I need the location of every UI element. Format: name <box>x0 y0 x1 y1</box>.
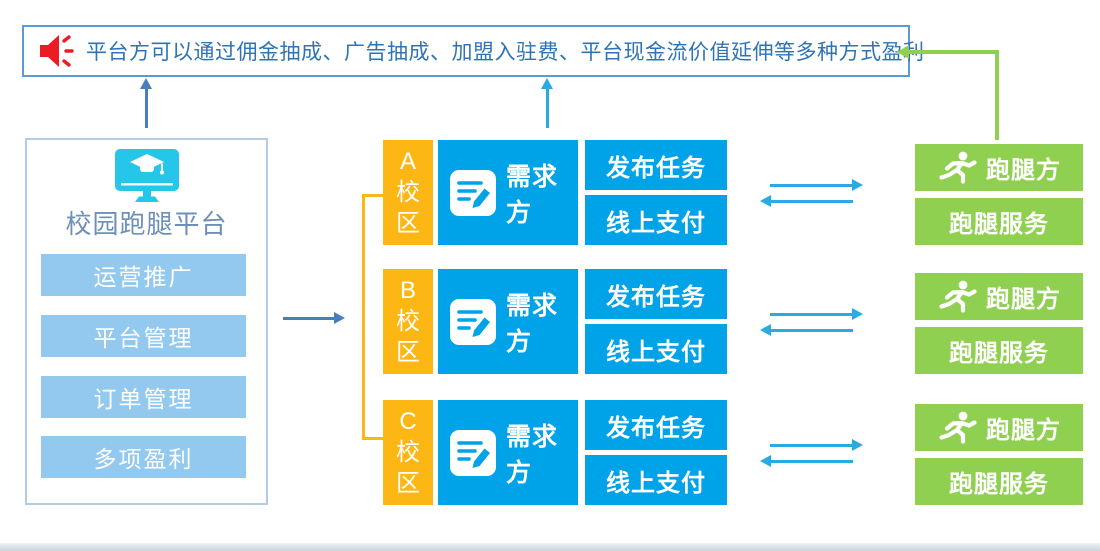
demand-to-banner-arrow <box>541 78 553 128</box>
demand-to-runner-arrow <box>770 179 863 191</box>
platform-item-management: 平台管理 <box>41 315 246 357</box>
demand-box: 需求方 <box>438 400 578 505</box>
runner-icon <box>937 410 977 446</box>
task-pay-box: 线上支付 <box>585 455 727 505</box>
platform-panel: 校园跑腿平台 运营推广 平台管理 订单管理 多项盈利 <box>25 138 268 505</box>
runner-service-box: 跑腿服务 <box>915 327 1083 374</box>
demand-label: 需求方 <box>506 291 559 356</box>
runner-box: 跑腿方 <box>915 144 1083 191</box>
profit-banner: 平台方可以通过佣金抽成、广告抽成、加盟入驻费、平台现金流价值延伸等多种方式盈利 <box>22 25 924 77</box>
runner-icon <box>937 279 977 315</box>
profit-banner-text: 平台方可以通过佣金抽成、广告抽成、加盟入驻费、平台现金流价值延伸等多种方式盈利 <box>86 41 925 64</box>
runner-to-banner-arrow <box>995 50 999 140</box>
platform-item-profit: 多项盈利 <box>41 436 246 478</box>
campus-bracket-top-stub <box>362 194 383 197</box>
runner-service-box: 跑腿服务 <box>915 458 1083 505</box>
edit-note-icon <box>447 296 499 348</box>
bottom-edge-strip <box>0 543 1100 551</box>
demand-box: 需求方 <box>438 140 578 245</box>
campus-c-box: C校区 <box>383 400 433 505</box>
runner-to-demand-arrow <box>760 195 853 207</box>
edit-note-icon <box>447 167 499 219</box>
runner-to-demand-arrow <box>760 455 853 467</box>
runner-to-banner-arrowhead <box>897 45 909 59</box>
task-pay-box: 线上支付 <box>585 324 727 374</box>
demand-to-runner-arrow <box>770 439 863 451</box>
campus-bracket-bottom-stub <box>362 437 383 440</box>
platform-title: 校园跑腿平台 <box>65 209 228 239</box>
campus-b-label: B校区 <box>396 277 420 366</box>
platform-item-orders: 订单管理 <box>41 376 246 418</box>
runner-label: 跑腿方 <box>986 286 1061 313</box>
runner-icon <box>937 150 977 186</box>
task-publish-box: 发布任务 <box>585 269 727 319</box>
runner-to-demand-arrow <box>760 324 853 336</box>
campus-a-label: A校区 <box>396 148 420 237</box>
platform-to-banner-arrow <box>140 78 152 128</box>
runner-label: 跑腿方 <box>986 417 1061 444</box>
runner-box: 跑腿方 <box>915 273 1083 320</box>
task-publish-box: 发布任务 <box>585 140 727 190</box>
megaphone-icon <box>36 31 80 71</box>
runner-to-banner-arrow-segment <box>908 50 999 54</box>
campus-row-a: A校区 需求方 发布任务 线上支付 <box>0 140 1100 245</box>
demand-to-runner-arrow <box>770 308 863 320</box>
platform-to-campus-arrow <box>283 312 345 324</box>
runner-box: 跑腿方 <box>915 404 1083 451</box>
monitor-graduation-icon <box>114 148 180 209</box>
campus-bracket-line <box>362 194 365 440</box>
campus-c-label: C校区 <box>396 408 420 497</box>
edit-note-icon <box>447 427 499 479</box>
campus-a-box: A校区 <box>383 140 433 245</box>
campus-row-b: B校区 需求方 发布任务 线上支付 <box>0 269 1100 374</box>
demand-label: 需求方 <box>506 422 559 487</box>
platform-item-operations: 运营推广 <box>41 254 246 296</box>
task-publish-box: 发布任务 <box>585 400 727 450</box>
demand-label: 需求方 <box>506 162 559 227</box>
demand-box: 需求方 <box>438 269 578 374</box>
campus-row-c: C校区 需求方 发布任务 线上支付 <box>0 400 1100 505</box>
task-pay-box: 线上支付 <box>585 195 727 245</box>
runner-label: 跑腿方 <box>986 157 1061 184</box>
runner-service-box: 跑腿服务 <box>915 198 1083 245</box>
campus-b-box: B校区 <box>383 269 433 374</box>
